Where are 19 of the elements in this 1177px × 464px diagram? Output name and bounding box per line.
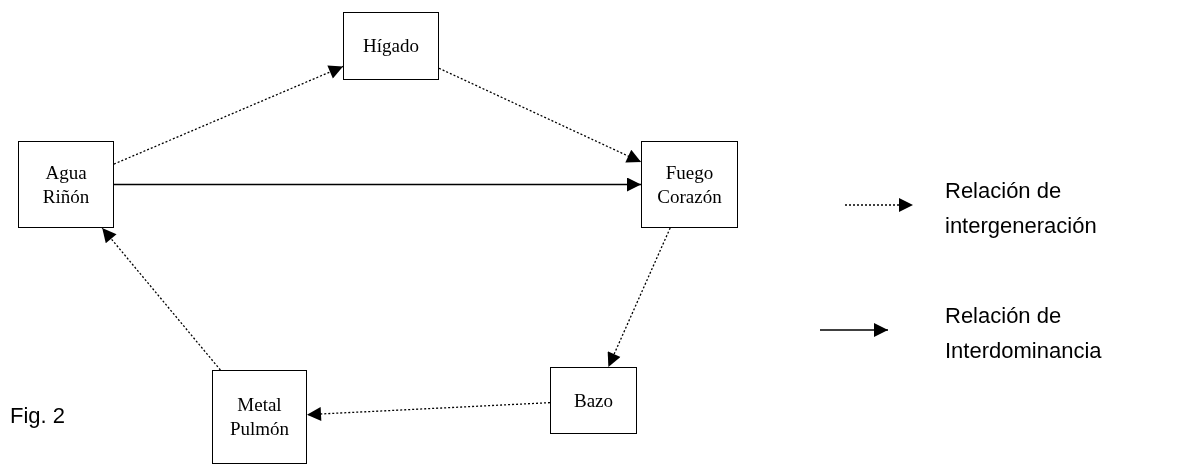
organ-label: Bazo [572, 388, 614, 413]
legend-text: Relación de intergeneración [945, 177, 1098, 241]
arrow [113, 65, 344, 165]
arrow [438, 67, 642, 163]
legend-text: Relación de Interdominancia [945, 302, 1103, 366]
figure-caption: Fig. 2 [10, 402, 66, 430]
organ-box [18, 141, 114, 228]
organ-box [641, 141, 738, 228]
arrow [306, 402, 551, 421]
arrow [113, 177, 642, 192]
organ-box [212, 370, 307, 464]
organ-label: Hígado [362, 34, 420, 58]
organ-box [343, 12, 439, 80]
organ-label: Metal Pulmón [228, 393, 291, 441]
arrow [101, 227, 222, 371]
organ-label: Fuego Corazón [656, 160, 723, 209]
organ-box [550, 367, 637, 434]
arrow [607, 227, 671, 368]
organ-label: Agua Riñón [41, 160, 91, 209]
